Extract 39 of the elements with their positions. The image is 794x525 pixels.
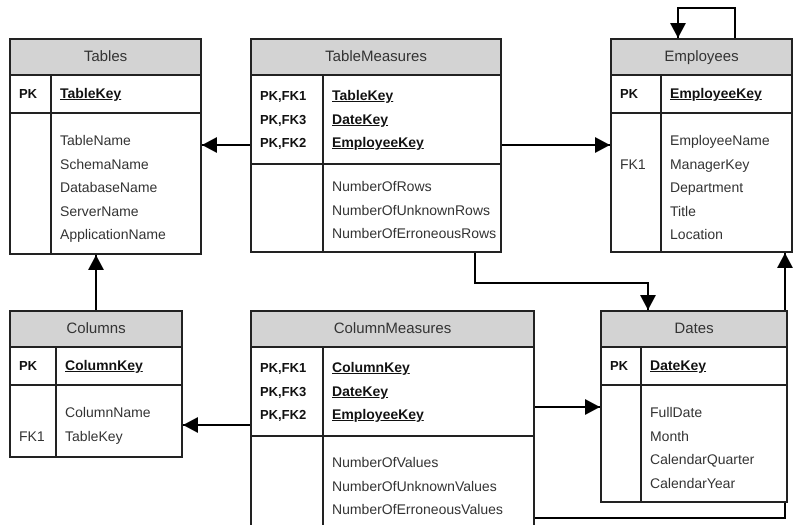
primary-key-field: ColumnKey <box>65 354 143 378</box>
entity-table <box>250 38 502 253</box>
arrow <box>670 7 736 38</box>
primary-key-field: ColumnKey DateKey EmployeeKey <box>332 356 424 427</box>
field-list: NumberOfValues NumberOfUnknownValues NumberOfErroneousValues <box>332 451 503 522</box>
entity-table <box>610 38 793 253</box>
field-list: TableName SchemaName DatabaseName ServerName ApplicationName <box>60 129 166 246</box>
arrow <box>502 137 610 153</box>
entity-table <box>250 310 535 525</box>
entity-table <box>600 310 788 503</box>
primary-key-field: DateKey <box>650 354 706 378</box>
table-title: Employees <box>664 46 739 67</box>
arrow <box>474 253 656 310</box>
key-type-label: PK <box>19 357 38 376</box>
primary-key-field: EmployeeKey <box>670 82 762 106</box>
table-title: ColumnMeasures <box>334 318 452 339</box>
table-title: TableMeasures <box>325 46 427 67</box>
field-list: NumberOfRows NumberOfUnknownRows NumberOfErroneousRows <box>332 175 496 246</box>
arrow <box>183 417 250 433</box>
table-title: Dates <box>674 318 714 339</box>
primary-key-field: TableKey DateKey EmployeeKey <box>332 84 424 155</box>
arrow <box>535 399 600 415</box>
foreign-key-label: FK1 <box>620 154 646 174</box>
field-list: ColumnName TableKey <box>65 401 151 448</box>
key-type-label: PK <box>610 357 628 376</box>
foreign-key-label: FK1 <box>19 426 45 446</box>
arrow <box>88 255 104 310</box>
key-type-label: PK,FK1 PK,FK3 PK,FK2 <box>260 87 306 152</box>
key-type-label: PK <box>620 85 638 104</box>
field-list: FullDate Month CalendarQuarter CalendarYear <box>650 401 754 495</box>
field-list: EmployeeName ManagerKey Department Title Location <box>670 129 770 246</box>
table-title: Columns <box>66 318 126 339</box>
entity-table <box>9 310 183 458</box>
key-type-label: PK,FK1 PK,FK3 PK,FK2 <box>260 359 306 424</box>
arrow <box>202 137 250 153</box>
primary-key-field: TableKey <box>60 82 122 106</box>
key-type-label: PK <box>19 85 38 104</box>
table-title: Tables <box>84 46 128 67</box>
entity-table <box>9 38 202 255</box>
